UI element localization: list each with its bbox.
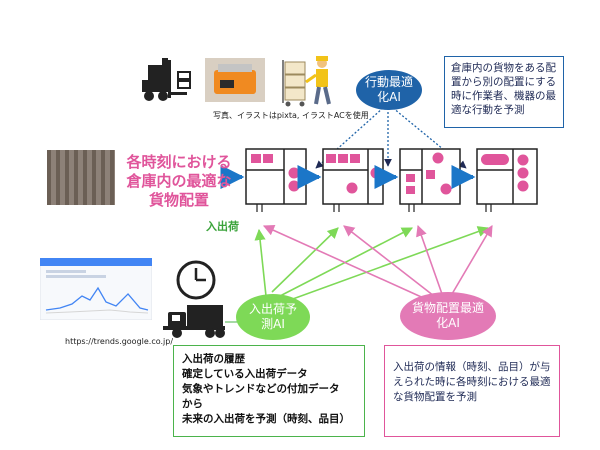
forklift-icon [142, 58, 191, 101]
inout-label: 入出荷 [206, 220, 239, 233]
warehouse-layout-1 [245, 148, 307, 212]
left-title-line1: 各時刻における [126, 153, 232, 171]
truck-icon [163, 305, 225, 338]
action-ai-label: 行動最適化AI [365, 75, 414, 104]
warehouse-layout-3 [399, 148, 461, 212]
left-title: 各時刻における 倉庫内の最適な 貨物配置 [124, 153, 234, 210]
inout-ai-label: 入出荷予測AI [248, 302, 297, 331]
robot-photo [205, 58, 265, 102]
action-ai-node: 行動最適化AI [356, 70, 422, 110]
left-title-line2: 倉庫内の最適な [126, 172, 232, 190]
placement-description-box: 入出荷の情報（時刻、品目）が与えられた時に各時刻における最適な貨物配置を予測 [384, 345, 560, 437]
inout-desc-line: 未来の入出荷を予測（時刻、品目） [182, 413, 350, 425]
action-description-text: 倉庫内の貨物をある配置から別の配置にする時に作業者、機器の最適な行動を予測 [451, 62, 557, 116]
trends-screenshot [40, 258, 152, 320]
placement-ai-label: 貨物配置最適化AI [411, 301, 484, 330]
inout-desc-line: から [182, 398, 203, 410]
inout-description-box: 入出荷の履歴 確定している入出荷データ 気象やトレンドなどの付加データ から 未… [173, 345, 365, 437]
clock-icon [176, 260, 216, 300]
photo-credit: 写真、イラストはpixta, イラストACを使用 [213, 111, 369, 120]
inout-ai-node: 入出荷予測AI [236, 294, 310, 340]
warehouse-layout-4 [476, 148, 538, 212]
placement-ai-links [262, 224, 493, 301]
left-title-line3: 貨物配置 [148, 191, 209, 209]
inout-desc-line: 気象やトレンドなどの付加データ [182, 383, 340, 395]
placement-description-text: 入出荷の情報（時刻、品目）が与えられた時に各時刻における最適な貨物配置を予測 [393, 361, 551, 403]
warehouse-layout-2 [322, 148, 384, 212]
inout-desc-line: 入出荷の履歴 [182, 353, 245, 365]
warehouse-photo [47, 150, 115, 205]
worker-icon [282, 56, 331, 107]
trends-url: https://trends.google.co.jp/ [65, 337, 174, 346]
inout-ai-links [254, 226, 490, 301]
action-ai-dotted-links [315, 107, 467, 169]
inout-desc-line: 確定している入出荷データ [182, 368, 308, 380]
placement-ai-node: 貨物配置最適化AI [400, 292, 496, 340]
action-description-box: 倉庫内の貨物をある配置から別の配置にする時に作業者、機器の最適な行動を予測 [444, 56, 564, 128]
